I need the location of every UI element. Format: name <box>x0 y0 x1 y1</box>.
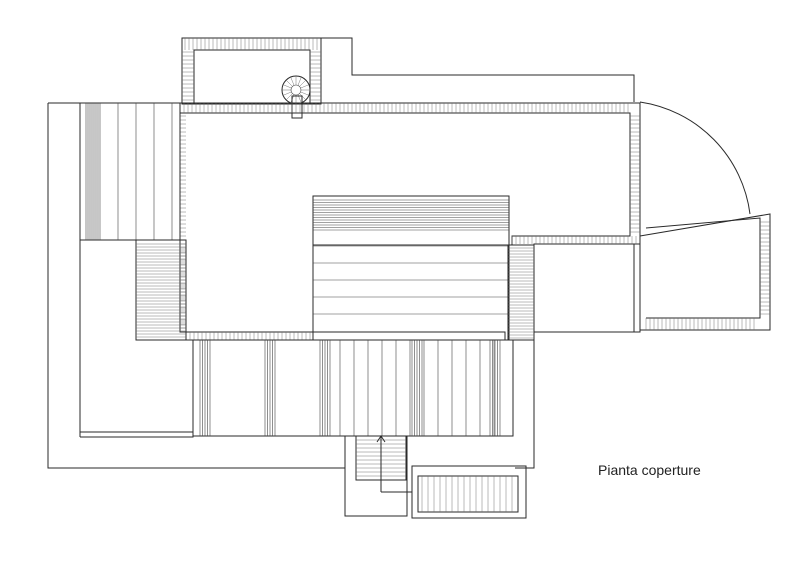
spiral-step <box>285 79 293 87</box>
entrance-stair <box>344 435 412 517</box>
spiral-step <box>300 91 310 96</box>
spiral-step <box>290 76 295 86</box>
upper-parapet-line <box>321 37 635 102</box>
west-pitched-roof <box>79 102 181 241</box>
site-boundary <box>47 102 345 469</box>
south-lower-roof <box>80 339 535 469</box>
east-wing <box>534 101 771 333</box>
side-ramp <box>411 465 527 519</box>
spiral-step <box>300 84 310 89</box>
spiral-step <box>282 91 292 96</box>
central-pitched-roof <box>312 195 510 341</box>
tower-room <box>181 37 322 105</box>
main-terrace <box>79 102 641 341</box>
spiral-step <box>282 84 292 89</box>
spiral-step <box>299 93 307 101</box>
drawing-caption: Pianta coperture <box>598 462 701 478</box>
spiral-step <box>297 76 302 86</box>
west-stair <box>135 239 187 341</box>
spiral-step <box>285 93 293 101</box>
spiral-step <box>299 79 307 87</box>
east-stair <box>507 244 535 341</box>
